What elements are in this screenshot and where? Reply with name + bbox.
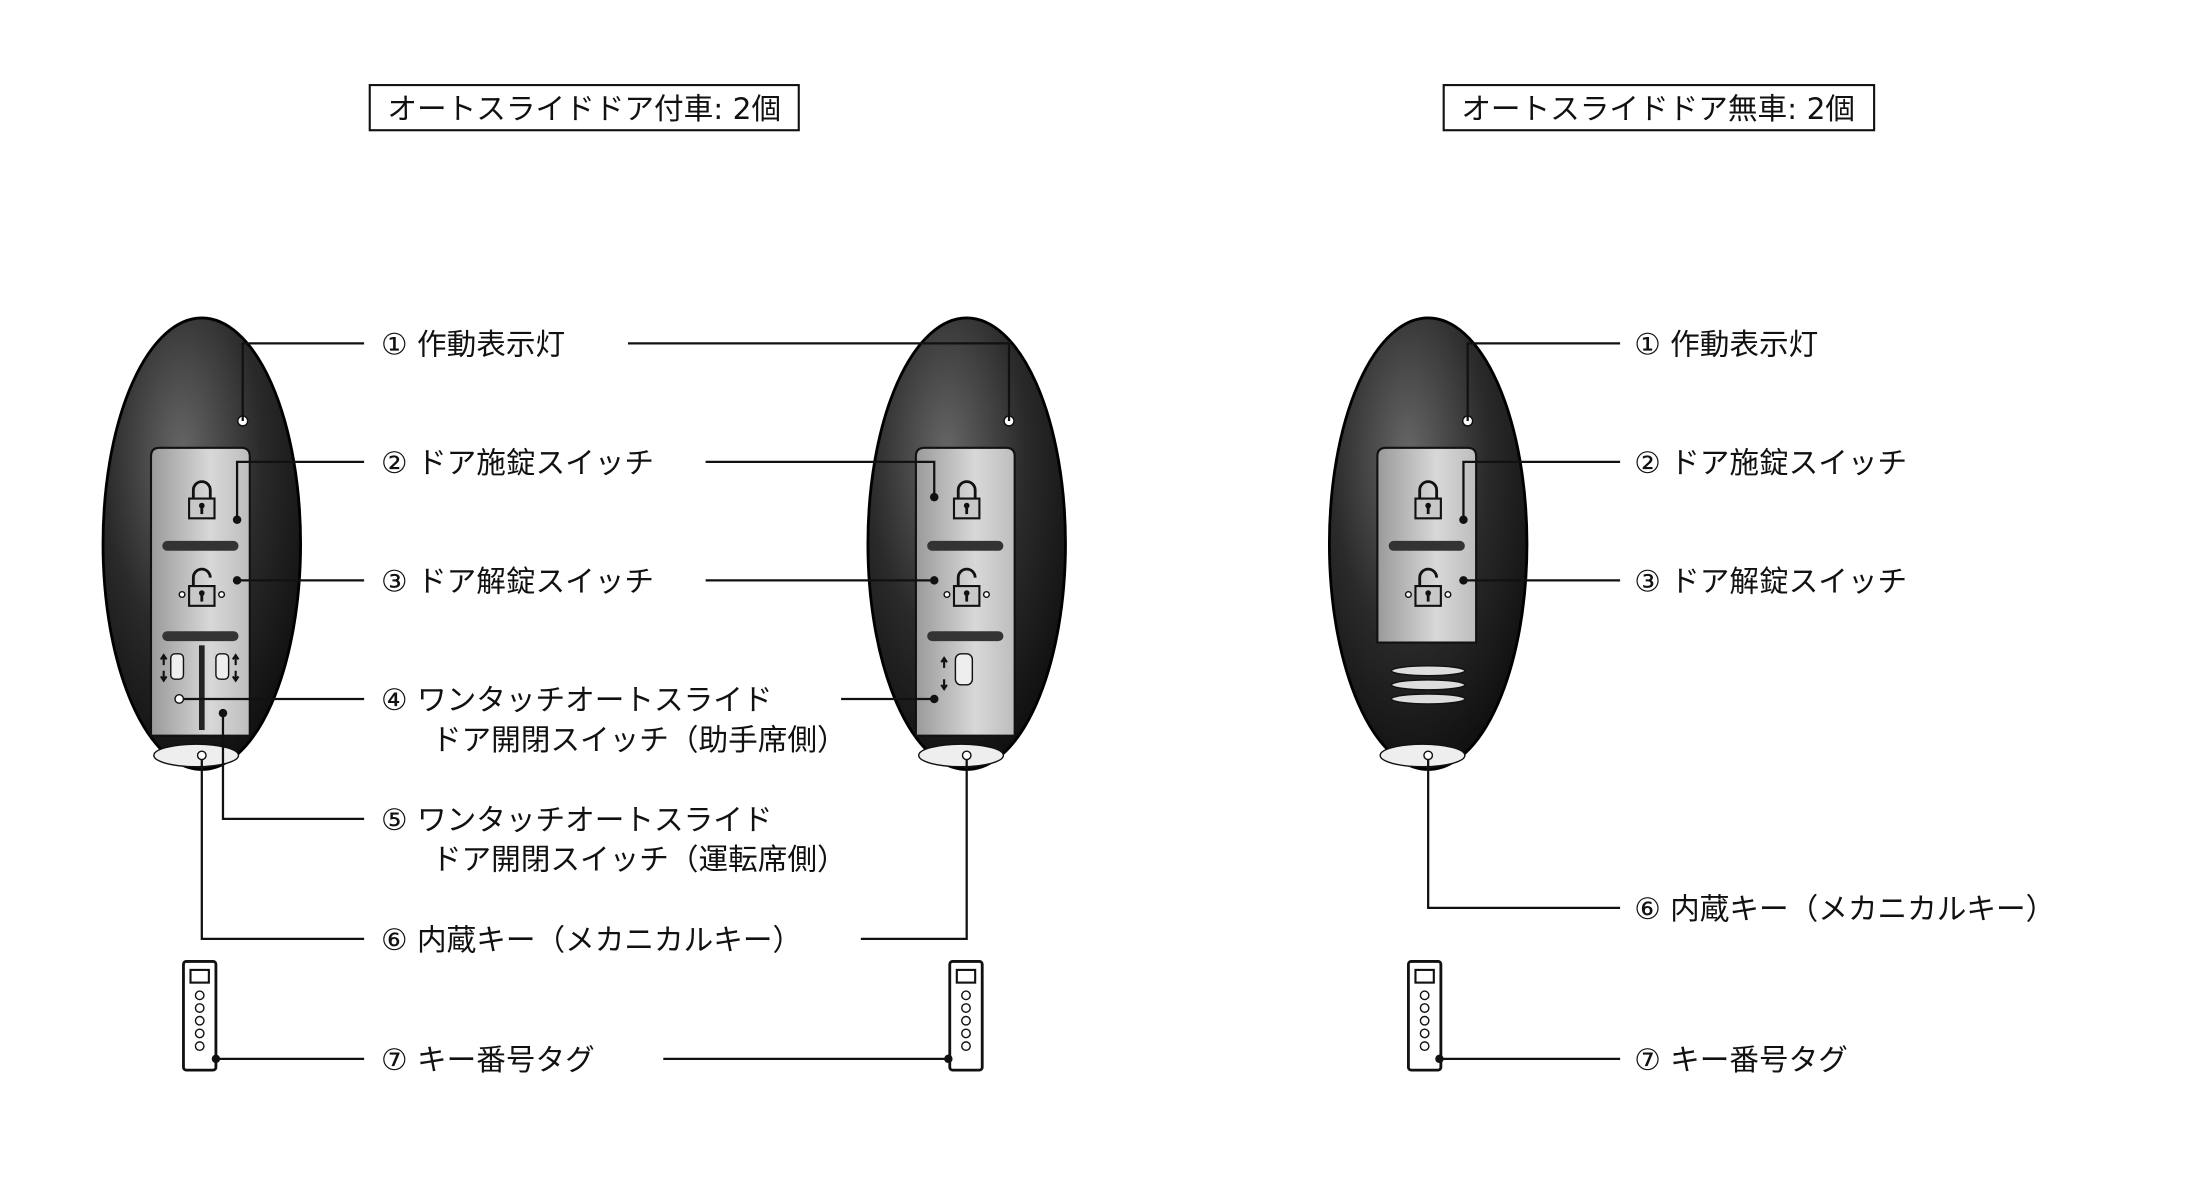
key-number-tag-3 (1406, 960, 1443, 1072)
label-mechanical-key: ⑥ 内蔵キー（メカニカルキー） (1634, 891, 2055, 926)
right-labels: ① 作動表示灯 ② ドア施錠スイッチ ③ ドア解錠スイッチ ⑥ 内蔵キー（メカニ… (1634, 327, 2055, 1077)
key-number-tag-1 (182, 960, 218, 1072)
label-slide-door-driver-2: ドア開閉スイッチ（運転席側） (432, 842, 847, 877)
left-title-box: オートスライドドア付車: 2個 (368, 84, 800, 132)
label-unlock-switch: ③ ドア解錠スイッチ (1634, 564, 1907, 599)
label-indicator-light: ① 作動表示灯 (381, 327, 565, 362)
key-fob-with-slide-door-2 (868, 318, 1066, 770)
label-unlock-switch: ③ ドア解錠スイッチ (381, 564, 654, 599)
label-mechanical-key: ⑥ 内蔵キー（メカニカルキー） (381, 922, 802, 957)
label-slide-door-driver-1: ⑤ ワンタッチオートスライド (381, 802, 772, 837)
key-number-tag-2 (948, 960, 984, 1072)
key-fob-without-slide-door (1327, 316, 1529, 771)
left-labels: ① 作動表示灯 ② ドア施錠スイッチ ③ ドア解錠スイッチ ④ ワンタッチオート… (381, 327, 847, 1077)
right-title: オートスライドドア無車: 2個 (1461, 91, 1855, 126)
label-key-number-tag: ⑦ キー番号タグ (1634, 1042, 1848, 1077)
leader-lines-left (174, 342, 1011, 1064)
label-lock-switch: ② ドア施錠スイッチ (381, 445, 654, 480)
right-title-box: オートスライドドア無車: 2個 (1442, 84, 1876, 132)
label-lock-switch: ② ドア施錠スイッチ (1634, 445, 1907, 480)
slide-door-buttons (159, 645, 240, 731)
label-slide-door-passenger-2: ドア開閉スイッチ（助手席側） (432, 722, 847, 757)
label-indicator-light: ① 作動表示灯 (1634, 327, 1818, 362)
label-key-number-tag: ⑦ キー番号タグ (381, 1042, 595, 1077)
left-title: オートスライドドア付車: 2個 (387, 91, 781, 126)
leader-lines-right (1423, 342, 1621, 1064)
grille (1390, 665, 1466, 705)
label-slide-door-passenger-1: ④ ワンタッチオートスライド (381, 682, 772, 717)
key-fob-with-slide-door-1 (103, 318, 301, 770)
